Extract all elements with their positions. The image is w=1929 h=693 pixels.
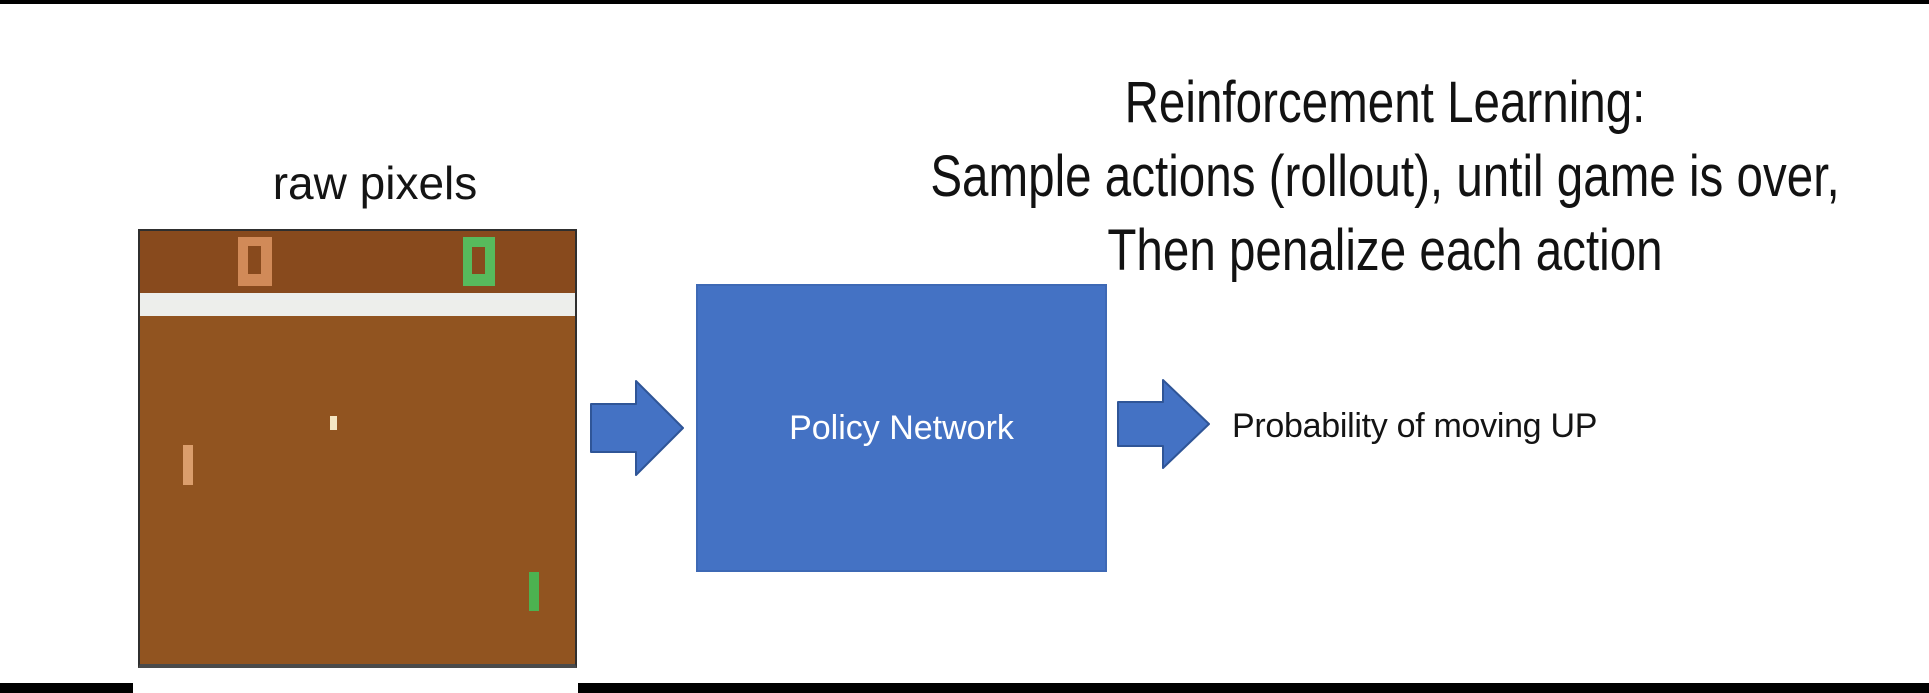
input-arrow-icon	[590, 380, 684, 476]
pong-game-screenshot	[138, 229, 577, 668]
output-arrow-icon	[1117, 379, 1210, 469]
top-wall-divider	[140, 293, 575, 316]
score-band	[140, 231, 575, 293]
ball	[330, 416, 337, 430]
top-frame-bar	[0, 0, 1929, 4]
left-paddle	[183, 445, 193, 485]
policy-network-box: Policy Network	[696, 284, 1107, 572]
policy-network-label: Policy Network	[789, 408, 1014, 447]
right-paddle	[529, 572, 539, 611]
bottom-frame-bar-left	[0, 683, 133, 693]
title-line-1: Reinforcement Learning:	[1124, 70, 1646, 135]
slide-title: Reinforcement Learning: Sample actions (…	[836, 66, 1929, 288]
title-line-3: Then penalize each action	[1107, 218, 1663, 283]
output-probability-label: Probability of moving UP	[1232, 407, 1598, 445]
left-score-digit-zero	[238, 237, 272, 286]
raw-pixels-caption: raw pixels	[272, 157, 478, 209]
title-line-2: Sample actions (rollout), until game is …	[930, 144, 1840, 209]
left-score-digit-hole	[248, 246, 261, 274]
right-score-digit-hole	[472, 247, 485, 274]
right-score-digit-zero	[463, 237, 495, 286]
bottom-frame-bar-right	[578, 683, 1929, 693]
